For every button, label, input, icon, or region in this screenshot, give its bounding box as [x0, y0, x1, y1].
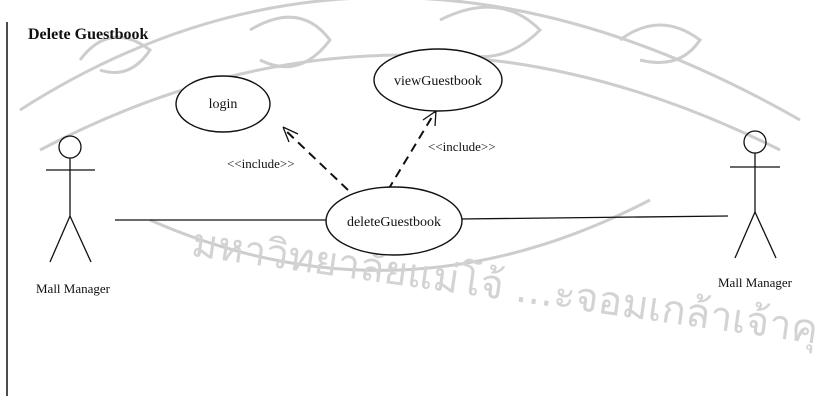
association-right: [459, 215, 729, 220]
include-arrow-view: [387, 110, 437, 191]
actor-right: [730, 130, 780, 259]
use-case-delete-guestbook-label: deleteGuestbook: [347, 215, 441, 230]
include-label-view: <<include>>: [428, 139, 496, 154]
include-label-login: <<include>>: [227, 156, 295, 171]
use-case-view-guestbook: viewGuestbook: [373, 48, 503, 112]
actor-left: [46, 135, 95, 263]
actor-right-name: Mall Manager: [718, 275, 793, 290]
actor-left-name: Mall Manager: [36, 281, 111, 296]
use-case-login-label: login: [209, 97, 238, 112]
include-arrow-login: [282, 126, 349, 191]
diagram-title: Delete Guestbook: [28, 26, 149, 43]
use-case-login: login: [175, 75, 271, 133]
watermark-text: มหาวิทยาลัยแม่โจ้ ...ะจอมเกล้าเจ้าคุณทหา…: [188, 220, 815, 373]
use-case-view-guestbook-label: viewGuestbook: [394, 74, 482, 89]
use-case-delete-guestbook: deleteGuestbook: [325, 186, 463, 256]
